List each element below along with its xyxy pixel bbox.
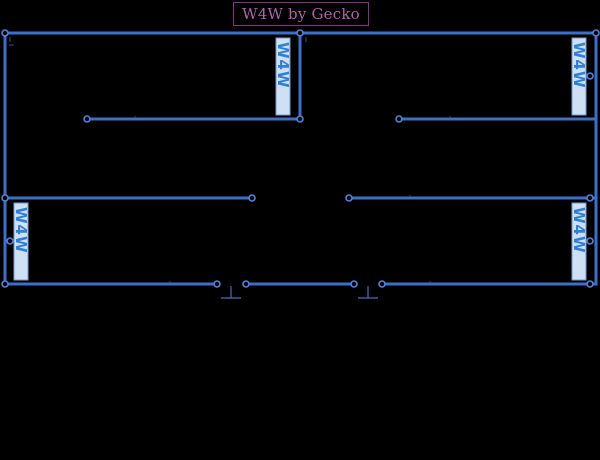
- wall-node: [6, 237, 14, 245]
- map-title: W4W by Gecko: [233, 2, 369, 26]
- wall-node: [242, 280, 250, 288]
- surface-ticks: [9, 37, 451, 283]
- wall-node: [296, 115, 304, 123]
- banner-bottom-right: W4W: [570, 202, 588, 281]
- wall-node: [350, 280, 358, 288]
- wall-node: [345, 194, 353, 202]
- wall-node: [586, 72, 594, 80]
- wall-node: [213, 280, 221, 288]
- banner-bottom-left: W4W: [12, 202, 30, 281]
- wall-nodes: [1, 29, 600, 288]
- wall-node: [83, 115, 91, 123]
- wall-node: [395, 115, 403, 123]
- banner-label: W4W: [570, 42, 588, 89]
- banner-label: W4W: [570, 207, 588, 254]
- wall-node: [1, 280, 9, 288]
- wall-node: [586, 194, 594, 202]
- banner-top-left: W4W: [274, 37, 292, 116]
- banner-label: W4W: [274, 42, 292, 89]
- spawn-markers: [221, 286, 378, 299]
- wall-node: [378, 280, 386, 288]
- wall-node: [296, 29, 304, 37]
- wall-node: [586, 280, 594, 288]
- wall-node: [1, 194, 9, 202]
- wall-node: [1, 29, 9, 37]
- wall-node: [592, 29, 600, 37]
- banner-top-right: W4W: [570, 37, 588, 116]
- walls: [3, 31, 598, 286]
- wall-node: [248, 194, 256, 202]
- wall-node: [586, 237, 594, 245]
- banner-label: W4W: [12, 207, 30, 254]
